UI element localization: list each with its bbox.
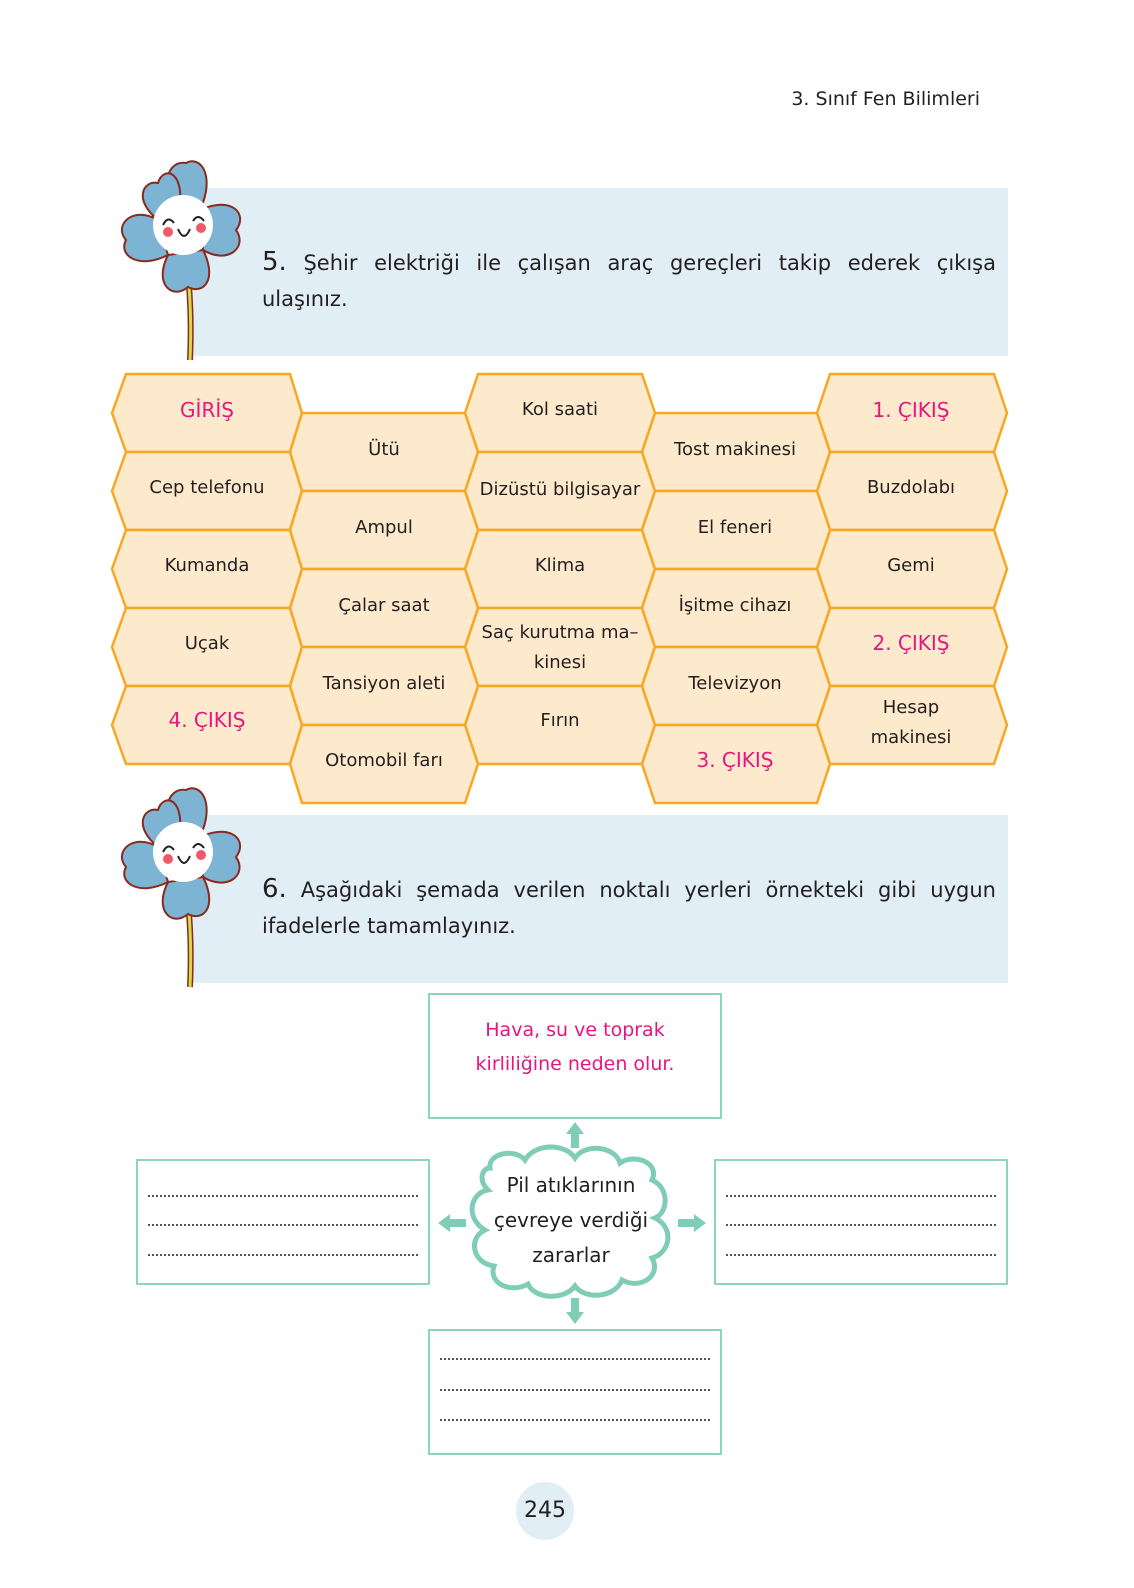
question-6-instruction: Aşağıdaki şemada verilen noktalı yerleri… [262,878,996,938]
dotted-line[interactable] [148,1195,418,1197]
hex-cell: Uçak [184,633,230,654]
dotted-line[interactable] [440,1389,710,1391]
question-6-box: 6. Aşağıdaki şemada verilen noktalı yerl… [190,815,1008,983]
example-box: Hava, su ve toprak kirliliğine neden olu… [428,993,722,1119]
hex-cell: Otomobil farı [325,750,443,771]
hex-exit-4: 4. ÇIKIŞ [168,708,246,732]
question-5-text: 5. Şehir elektriği ile çalışan araç gere… [262,244,996,317]
question-6-number: 6. [262,874,287,904]
center-cloud [438,1122,706,1324]
dotted-line[interactable] [148,1224,418,1226]
dotted-line[interactable] [726,1254,996,1256]
hex-cell-line2: makinesi [870,727,952,748]
hex-exit-3: 3. ÇIKIŞ [696,748,774,772]
hex-cell-line2: kinesi [533,652,587,673]
hex-cell: Televizyon [688,673,782,694]
hex-cell: Buzdolabı [866,477,956,498]
hex-cell: Gemi [887,555,935,576]
question-5-instruction: Şehir elektriği ile çalışan araç gereçle… [262,251,996,311]
dotted-line[interactable] [148,1254,418,1256]
hex-exit-2: 2. ÇIKIŞ [872,631,950,655]
hex-cell-line1: Saç kurutma ma– [481,622,639,643]
dotted-line[interactable] [726,1224,996,1226]
hex-cell: Tansiyon aleti [322,673,446,694]
hex-cell: Ampul [355,517,413,538]
answer-box-bottom[interactable] [428,1329,722,1455]
hex-entrance: GİRİŞ [180,398,234,422]
center-line-3: zararlar [532,1243,610,1267]
question-5-number: 5. [262,247,287,277]
hex-cell: İşitme cihazı [678,595,792,616]
dotted-line[interactable] [726,1195,996,1197]
example-line-2: kirliliğine neden olur. [475,1053,675,1075]
flower-icon [120,787,242,988]
hex-cell: El feneri [697,517,773,538]
hex-cell: Klima [534,555,586,576]
center-topic: Pil atıklarının çevreye verdiği zararlar [466,1168,676,1273]
example-line-1: Hava, su ve toprak [485,1019,665,1041]
question-5-box: 5. Şehir elektriği ile çalışan araç gere… [190,188,1008,356]
arrow-icons [438,1122,706,1324]
hex-cell: Dizüstü bilgisayar [479,479,641,500]
question-6-text: 6. Aşağıdaki şemada verilen noktalı yerl… [262,871,996,944]
flower-icon [120,160,242,361]
center-line-2: çevreye verdiği [493,1208,649,1232]
hex-exit-1: 1. ÇIKIŞ [872,398,950,422]
dotted-line[interactable] [440,1419,710,1421]
hex-cell: Cep telefonu [149,477,265,498]
hex-cell: Fırın [540,710,580,731]
hex-cell: Çalar saat [338,595,430,616]
answer-box-right[interactable] [714,1159,1008,1285]
answer-box-left[interactable] [136,1159,430,1285]
hex-cell: Ütü [368,439,400,460]
hex-cell-line1: Hesap [882,697,940,718]
book-title: 3. Sınıf Fen Bilimleri [791,88,980,110]
center-line-1: Pil atıklarının [506,1173,636,1197]
dotted-line[interactable] [440,1358,710,1360]
page-number: 245 [516,1482,574,1540]
hex-cell: Tost makinesi [674,439,796,460]
hex-cell: Kumanda [164,555,250,576]
hex-cell: Kol saati [521,399,599,420]
